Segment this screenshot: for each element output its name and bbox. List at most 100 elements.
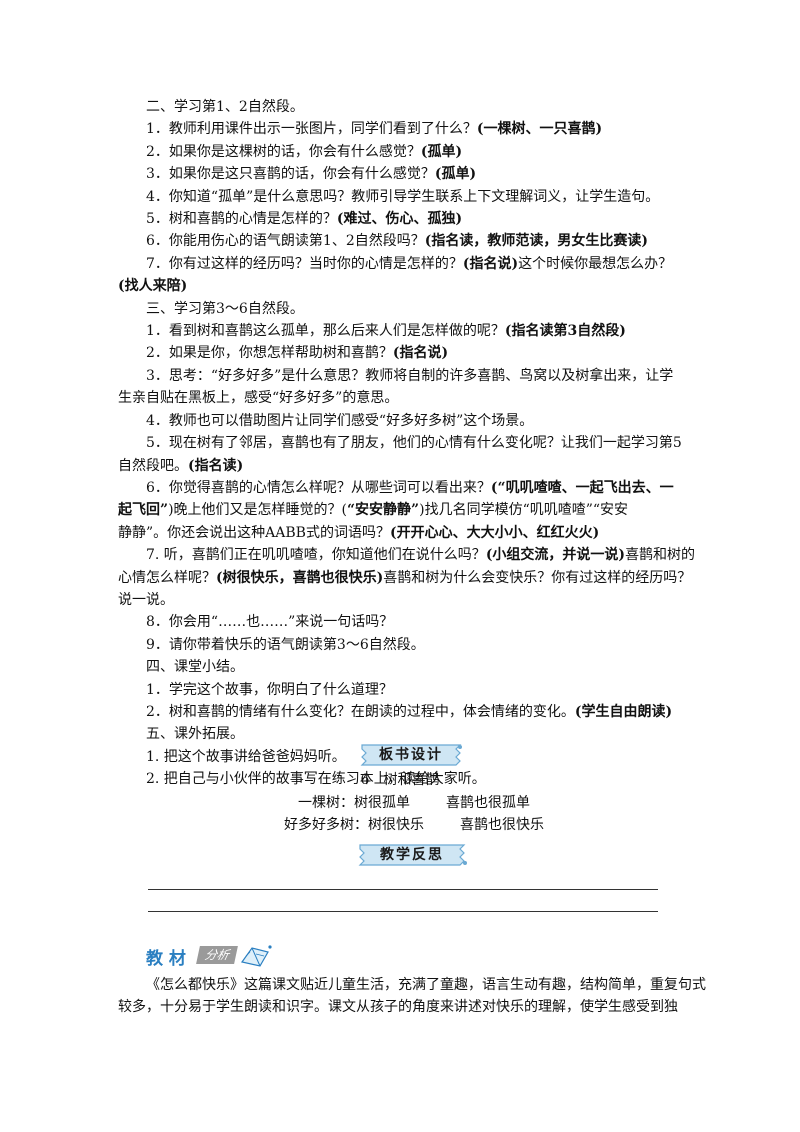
teaching-reflection-banner: 教学反思: [354, 843, 470, 867]
lesson-line: (找人来陪): [118, 275, 680, 297]
question-text: 2．树和喜鹊的情绪有什么变化？在朗读的过程中，体会情绪的变化。: [146, 703, 575, 720]
lesson-line: 1. 把这个故事讲给爸爸妈妈听。: [118, 746, 680, 768]
answer-text: (指名读第3自然段): [504, 323, 626, 340]
answer-text: “安安静静”: [347, 502, 420, 519]
answer-text: (指名读): [188, 457, 244, 474]
question-text: 2．如果是你，你想怎样帮助树和喜鹊？: [146, 345, 393, 362]
lesson-line: 静静”。你还会说出这种AABB式的词语吗？(开开心心、大大小小、红红火火): [118, 522, 680, 544]
answer-text: (孤单): [434, 166, 477, 183]
lesson-steps: 二、学习第1、2自然段。1．教师利用课件出示一张图片，同学们看到了什么？(一棵树…: [118, 96, 695, 791]
lesson-line: 6．你能用伤心的语气朗读第1、2自然段吗？(指名读，教师范读，男女生比赛读): [118, 230, 680, 252]
lesson-line: 五、课外拓展。: [118, 723, 680, 745]
question-text: 8．你会用“……也……”来说一句话吗？: [146, 614, 394, 631]
question-text: 5．树和喜鹊的心情是怎样的？: [146, 211, 337, 228]
analysis-heading-tag: 分析: [196, 946, 238, 964]
question-text: 7．你有过这样的经历吗？当时你的心情是怎样的？: [146, 255, 463, 272]
textbook-analysis-paragraph: 《怎么都快乐》这篇课文贴近儿童生活，充满了童趣，语言生动有趣，结构简单，重复句式…: [118, 974, 706, 1019]
answer-text: (开开心心、大大小小、红红火火): [389, 524, 600, 541]
question-text: 心情怎么样呢？: [118, 569, 216, 586]
board-row1-left: 一棵树：树很孤单: [298, 795, 410, 811]
question-text: 3．思考：“好多好多”是什么意思？教师将自制的许多喜鹊、鸟窝以及树拿出来，让学: [146, 367, 674, 384]
banner-shape-icon: [358, 844, 467, 866]
question-text: 4．教师也可以借助图片让同学们感受“好多好多树”这个场景。: [146, 412, 534, 429]
question-text: 静静”。你还会说出这种AABB式的词语吗？: [118, 524, 390, 541]
question-text: 二、学习第1、2自然段。: [146, 99, 304, 115]
answer-text: (学生自由朗读): [574, 703, 673, 720]
question-text: 生亲自贴在黑板上，感受“好多好多”的意思。: [118, 390, 399, 407]
lesson-line: 7. 听，喜鹊们正在叽叽喳喳，你知道他们在说什么吗？(小组交流，并说一说)喜鹊和…: [118, 544, 695, 566]
lesson-line: 说一说。: [118, 589, 680, 611]
lesson-line: 四、课堂小结。: [118, 656, 680, 678]
question-text: )晚上他们又是怎样睡觉的？(: [168, 502, 347, 519]
lesson-line: 2. 把自己与小伙伴的故事写在练习本上，读给大家听。: [118, 768, 680, 790]
lesson-line: 8．你会用“……也……”来说一句话吗？: [118, 611, 680, 633]
lesson-line: 5．树和喜鹊的心情是怎样的？(难过、伤心、孤独): [118, 208, 680, 230]
analysis-heading-main: 教 材: [146, 949, 186, 969]
question-text: 4．你知道“孤单”是什么意思吗？教师引导学生联系上下文理解词义，让学生造句。: [146, 188, 660, 205]
answer-text: (“叽叽喳喳、一起飞出去、一: [490, 479, 674, 496]
question-text: 9．请你带着快乐的语气朗读第3～6自然段。: [146, 636, 425, 653]
question-text: 2. 把自己与小伙伴的故事写在练习本上，读给大家听。: [146, 771, 486, 788]
lesson-line: 7．你有过这样的经历吗？当时你的心情是怎样的？(指名说)这个时候你最想怎么办？: [118, 253, 680, 275]
question-text: 喜鹊和树为什么会变快乐？你有过这样的经历吗？: [383, 569, 692, 586]
lesson-line: 三、学习第3～6自然段。: [118, 298, 680, 320]
textbook-analysis-heading: 教 材 分析: [146, 942, 276, 970]
lesson-line: 2．树和喜鹊的情绪有什么变化？在朗读的过程中，体会情绪的变化。(学生自由朗读): [118, 701, 680, 723]
lesson-line: 3．思考：“好多好多”是什么意思？教师将自制的许多喜鹊、鸟窝以及树拿出来，让学: [118, 365, 680, 387]
answer-text: (一棵树、一只喜鹊): [476, 121, 603, 138]
question-text: 四、课堂小结。: [146, 659, 244, 676]
answer-text: (指名读，教师范读，男女生比赛读): [424, 233, 648, 250]
question-text: 1．看到树和喜鹊这么孤单，那么后来人们是怎样做的呢？: [146, 323, 505, 340]
lesson-line: 心情怎么样呢？(树很快乐，喜鹊也很快乐)喜鹊和树为什么会变快乐？你有过这样的经历…: [118, 567, 691, 589]
answer-text: (找人来陪): [118, 278, 188, 295]
board-row2-right: 喜鹊也很快乐: [460, 817, 544, 833]
question-text: )找几名同学模仿“叽叽喳喳”“安安: [419, 502, 629, 519]
book-decoration-icon: [240, 945, 272, 967]
question-text: 5．现在树有了邻居，喜鹊也有了朋友，他们的心情有什么变化呢？让我们一起学习第5: [146, 435, 682, 452]
banner-shape-icon: [360, 744, 462, 766]
analysis-line: 《怎么都快乐》这篇课文贴近儿童生活，充满了童趣，语言生动有趣，结构简单，重复句式: [146, 977, 706, 993]
lesson-line: 1．学完这个故事，你明白了什么道理？: [118, 679, 680, 701]
lesson-line: 4．你知道“孤单”是什么意思吗？教师引导学生联系上下文理解词义，让学生造句。: [118, 186, 680, 208]
teaching-reflection-heading: 教学反思: [380, 847, 444, 863]
lesson-line: 5．现在树有了邻居，喜鹊也有了朋友，他们的心情有什么变化呢？让我们一起学习第5: [118, 432, 682, 454]
analysis-line: 较多，十分易于学生朗读和识字。课文从孩子的角度来讲述对快乐的理解，使学生感受到独: [118, 999, 678, 1016]
question-text: 1. 把这个故事讲给爸爸妈妈听。: [146, 748, 346, 765]
lesson-line: 2．如果是你，你想怎样帮助树和喜鹊？(指名说): [118, 342, 680, 364]
lesson-line: 起飞回”)晚上他们又是怎样睡觉的？(“安安静静”)找几名同学模仿“叽叽喳喳”“安…: [118, 499, 680, 521]
lesson-line: 二、学习第1、2自然段。: [118, 96, 680, 118]
question-text: 2．如果你是这棵树的话，你会有什么感觉？: [146, 143, 421, 160]
lesson-line: 2．如果你是这棵树的话，你会有什么感觉？(孤单): [118, 141, 680, 163]
lesson-line: 6．你觉得喜鹊的心情怎么样呢？从哪些词可以看出来？(“叽叽喳喳、一起飞出去、一: [118, 477, 680, 499]
question-text: 喜鹊和树的: [625, 547, 696, 564]
board-row2-left: 好多好多树：树很快乐: [284, 817, 424, 833]
reflection-line-1: [148, 889, 658, 890]
answer-text: (难过、伤心、孤独): [336, 211, 463, 228]
answer-text: (孤单): [420, 143, 463, 160]
question-text: 1．学完这个故事，你明白了什么道理？: [146, 681, 393, 698]
board-design-banner: 板书设计: [356, 743, 466, 767]
board-row1-right: 喜鹊也很孤单: [446, 795, 530, 811]
board-design-heading: 板书设计: [379, 747, 443, 763]
question-text: 三、学习第3～6自然段。: [146, 300, 304, 317]
board-title: 6 树和喜鹊: [360, 772, 440, 788]
question-text: 7. 听，喜鹊们正在叽叽喳喳，你知道他们在说什么吗？: [146, 547, 486, 564]
answer-text: (小组交流，并说一说): [485, 547, 626, 564]
lesson-line: 4．教师也可以借助图片让同学们感受“好多好多树”这个场景。: [118, 410, 680, 432]
reflection-line-2: [148, 911, 658, 912]
lesson-line: 生亲自贴在黑板上，感受“好多好多”的意思。: [118, 387, 680, 409]
question-text: 6．你能用伤心的语气朗读第1、2自然段吗？: [146, 233, 425, 250]
answer-text: (指名说): [462, 255, 519, 272]
answer-text: (指名说): [392, 345, 449, 362]
question-text: 6．你觉得喜鹊的心情怎么样呢？从哪些词可以看出来？: [146, 479, 491, 496]
question-text: 这个时候你最想怎么办？: [518, 255, 673, 272]
question-text: 五、课外拓展。: [146, 726, 244, 743]
question-text: 说一说。: [118, 591, 174, 608]
lesson-line: 9．请你带着快乐的语气朗读第3～6自然段。: [118, 634, 680, 656]
answer-text: 起飞回”: [118, 502, 169, 519]
lesson-line: 3．如果你是这只喜鹊的话，你会有什么感觉？(孤单): [118, 163, 680, 185]
question-text: 自然段吧。: [118, 457, 188, 474]
question-text: 3．如果你是这只喜鹊的话，你会有什么感觉？: [146, 166, 435, 183]
lesson-line: 1．看到树和喜鹊这么孤单，那么后来人们是怎样做的呢？(指名读第3自然段): [118, 320, 680, 342]
